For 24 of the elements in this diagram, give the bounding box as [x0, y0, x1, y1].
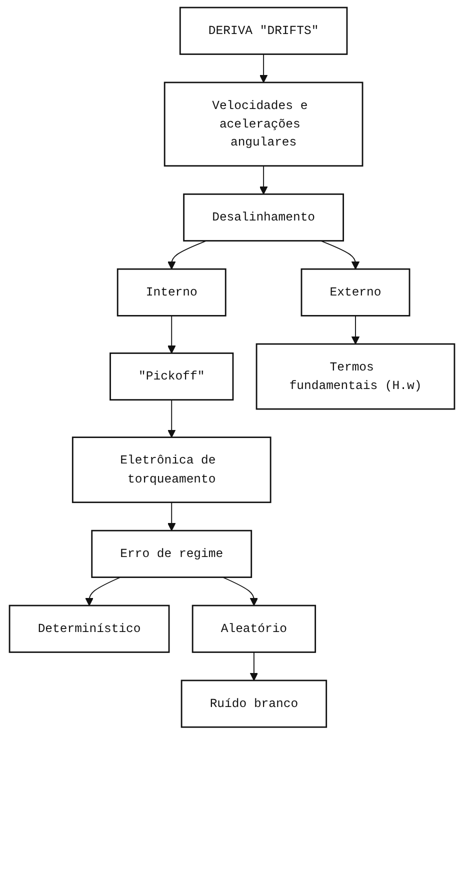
- node-box: [91, 530, 252, 578]
- node-box: [183, 193, 344, 242]
- arrow: [250, 652, 258, 681]
- arrow: [167, 399, 176, 438]
- node-box: [116, 268, 226, 316]
- arrow: [85, 576, 121, 606]
- node-box: [300, 268, 410, 316]
- node-box: [110, 352, 234, 401]
- arrow: [259, 54, 268, 83]
- arrow: [259, 165, 268, 195]
- node-box: [8, 604, 170, 653]
- node-box: [179, 6, 348, 55]
- node-box: [164, 82, 364, 167]
- arrow: [320, 240, 360, 270]
- node-box: [180, 680, 328, 728]
- arrow: [167, 502, 176, 531]
- node-box: [192, 604, 316, 653]
- arrow: [167, 240, 207, 270]
- flowchart: DERIVA "DRIFTS" Velocidades e acelerações angulares Desalinhamento Interno Externo "Pickoff" Termos fundamentais (H.w) Eletrônica de torqueamento Erro de regime Determinístico Aleatório Ruído branco: [2, 0, 462, 735]
- arrow: [222, 576, 258, 606]
- node-box: [72, 436, 272, 504]
- arrow: [351, 315, 360, 344]
- arrow: [167, 315, 176, 354]
- node-box: [256, 343, 456, 410]
